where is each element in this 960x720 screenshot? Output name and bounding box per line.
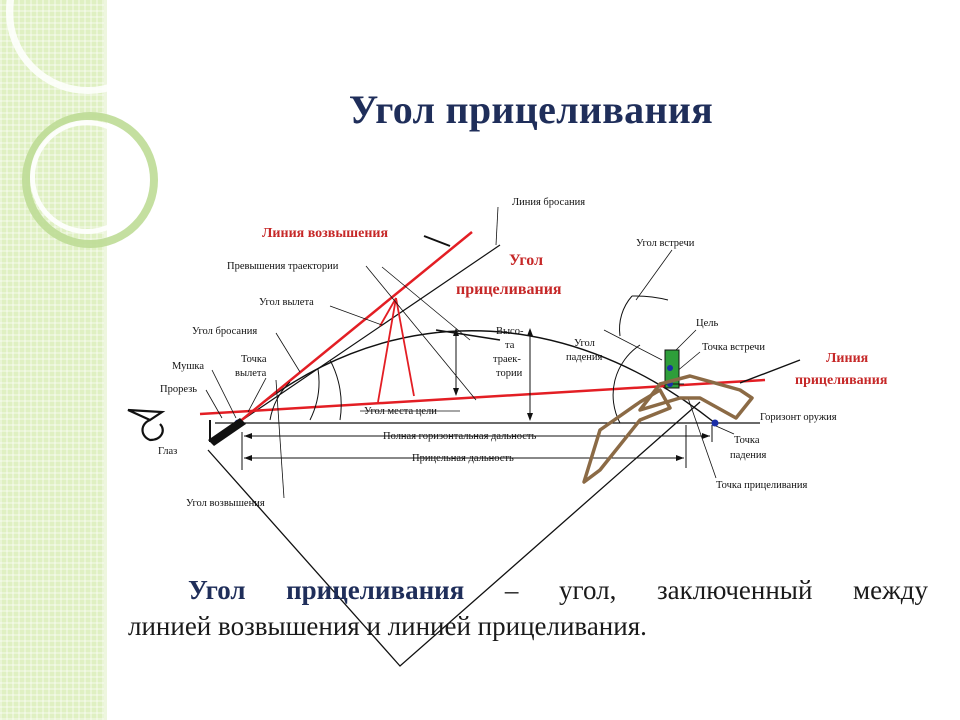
arrow-head [527,413,533,421]
eye-shape [141,418,164,442]
leader-line [687,397,717,479]
definition-text: Угол прицеливания – угол, заключенный ме… [128,572,928,644]
label-eye: Глаз [158,446,177,457]
label-target-site-angle: Угол места цели [364,406,437,417]
slide-title: Угол прицеливания [348,87,714,132]
weapon-barrel [208,418,246,446]
leader-line [365,265,477,401]
trajectory-curve [237,330,716,424]
trajectory-excess-red-line [395,297,415,397]
leader-line [275,379,285,499]
leader-line [423,235,451,247]
decorative-ring [22,112,158,248]
label-trajectory-height: Высо- [496,326,524,337]
label-trajectory-height: траек- [493,354,521,365]
leader-line [329,305,383,326]
arrow-head [453,388,459,396]
label-throw-line: Линия бросания [512,197,585,208]
label-departure-angle: Угол вылета [259,297,314,308]
arrow-head [702,433,710,439]
leader-line [211,369,237,419]
label-throw-angle: Угол бросания [192,326,257,337]
label-target: Цель [696,318,718,329]
definition-line-1-rest: – угол, заключенный между [464,575,928,605]
leader-line [715,425,735,435]
label-fall-angle: падения [566,352,603,363]
fall-angle-arc [612,344,641,424]
label-elevation-angle: Угол возвышения [186,498,265,509]
arrow-head [676,455,684,461]
meeting-angle-arc [631,295,669,301]
leader-line [381,266,471,341]
label-full-range: Полная горизонтальная дальность [383,431,537,442]
label-meeting-point: Точка встречи [702,342,765,353]
label-elevation-line: Линия возвышения [262,226,388,241]
fall-point [711,419,719,427]
aiming-line-extension [739,359,801,384]
dart-shape [638,374,754,420]
leader-line [247,377,267,413]
outline-frame [207,401,701,667]
arrow-head [244,455,252,461]
leader-line [435,329,501,341]
dart-shape [582,388,672,484]
leader-line [635,249,673,301]
label-trajectory-height: та [505,340,515,351]
label-fall-point: падения [730,450,767,461]
arrow-head [527,328,533,336]
decorative-ring [30,120,144,234]
leader-line [275,332,301,373]
label-departure-point: Точка [241,354,267,365]
departure-angle-arc [309,368,320,421]
label-aiming-line: прицеливания [795,373,888,388]
side-band-edge [104,0,107,720]
trajectory-excess-red-line [377,297,397,403]
leader-line [205,389,223,419]
leader-line [603,329,663,361]
label-fall-point: Точка [734,435,760,446]
label-aim-point: Точка прицеливания [716,480,807,491]
aim-point [667,365,673,371]
label-aim-range: Прицельная дальность [412,453,514,464]
arrow-head [244,433,252,439]
label-fall-angle: Угол [574,338,595,349]
label-front-sight: Мушка [172,361,204,372]
leader-line [675,329,697,351]
label-rear-sight: Прорезь [160,384,197,395]
definition-line-2: линией возвышения и линией прицеливания. [128,611,647,641]
leader-line [495,206,499,246]
label-trajectory-excess: Превышения траектории [227,261,339,272]
trajectory-excess-red-line [379,297,397,327]
label-aiming-angle: Угол [509,252,543,269]
meeting-angle-arc [619,295,633,337]
elevation-angle-arc [329,359,342,421]
eye-shape [127,408,166,422]
label-departure-point: вылета [235,368,267,379]
label-aiming-line: Линия [826,351,869,366]
definition-term: Угол прицеливания [188,575,465,605]
throw-line [237,244,501,424]
definition-line-1: Угол прицеливания – угол, заключенный ме… [128,572,928,608]
label-trajectory-height: тории [496,368,523,379]
leader-line [675,351,701,373]
label-aiming-angle: прицеливания [456,281,562,298]
label-weapon-horizon: Горизонт оружия [760,412,837,423]
label-meeting-angle: Угол встречи [636,238,695,249]
